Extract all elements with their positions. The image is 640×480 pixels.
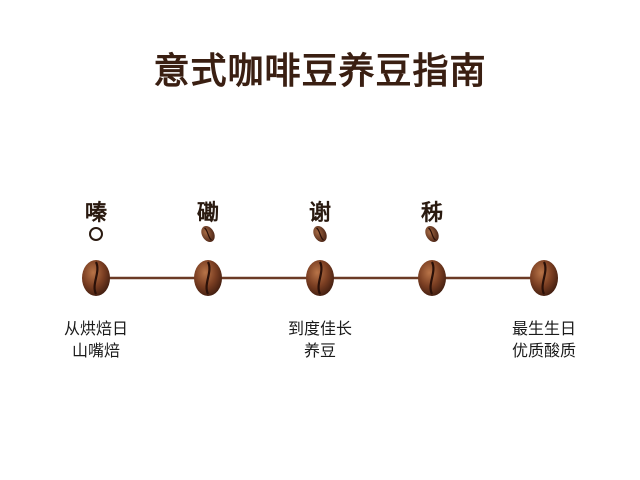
small-bean-icon-4 <box>425 226 439 242</box>
stage-label-3: 谢 <box>308 201 331 226</box>
note-end: 最生生日 优质酸质 <box>479 318 609 362</box>
small-bean-icon-2 <box>201 226 215 242</box>
note-start: 从烘焙日 山嘴焙 <box>31 318 161 362</box>
note-middle-line1: 到度佳长 <box>287 319 352 338</box>
empty-circle-icon <box>89 227 103 241</box>
note-start-line1: 从烘焙日 <box>63 319 128 338</box>
coffee-bean-node-2 <box>194 260 222 296</box>
coffee-bean-node-3 <box>306 260 334 296</box>
stage-label-2: 磡 <box>196 201 219 226</box>
stage-label-1: 嗪 <box>84 201 107 226</box>
note-end-line2: 优质酸质 <box>511 341 576 360</box>
stage-label-4: 秭 <box>420 201 443 226</box>
coffee-bean-node-5 <box>530 260 558 296</box>
small-bean-icon-3 <box>313 226 327 242</box>
page-title: 意式咖啡豆养豆指南 <box>153 51 487 92</box>
note-end-line1: 最生生日 <box>511 319 576 338</box>
coffee-bean-node-1 <box>82 260 110 296</box>
note-middle: 到度佳长 养豆 <box>255 318 385 362</box>
coffee-bean-node-4 <box>418 260 446 296</box>
note-start-line2: 山嘴焙 <box>71 341 120 360</box>
note-middle-line2: 养豆 <box>303 341 336 360</box>
